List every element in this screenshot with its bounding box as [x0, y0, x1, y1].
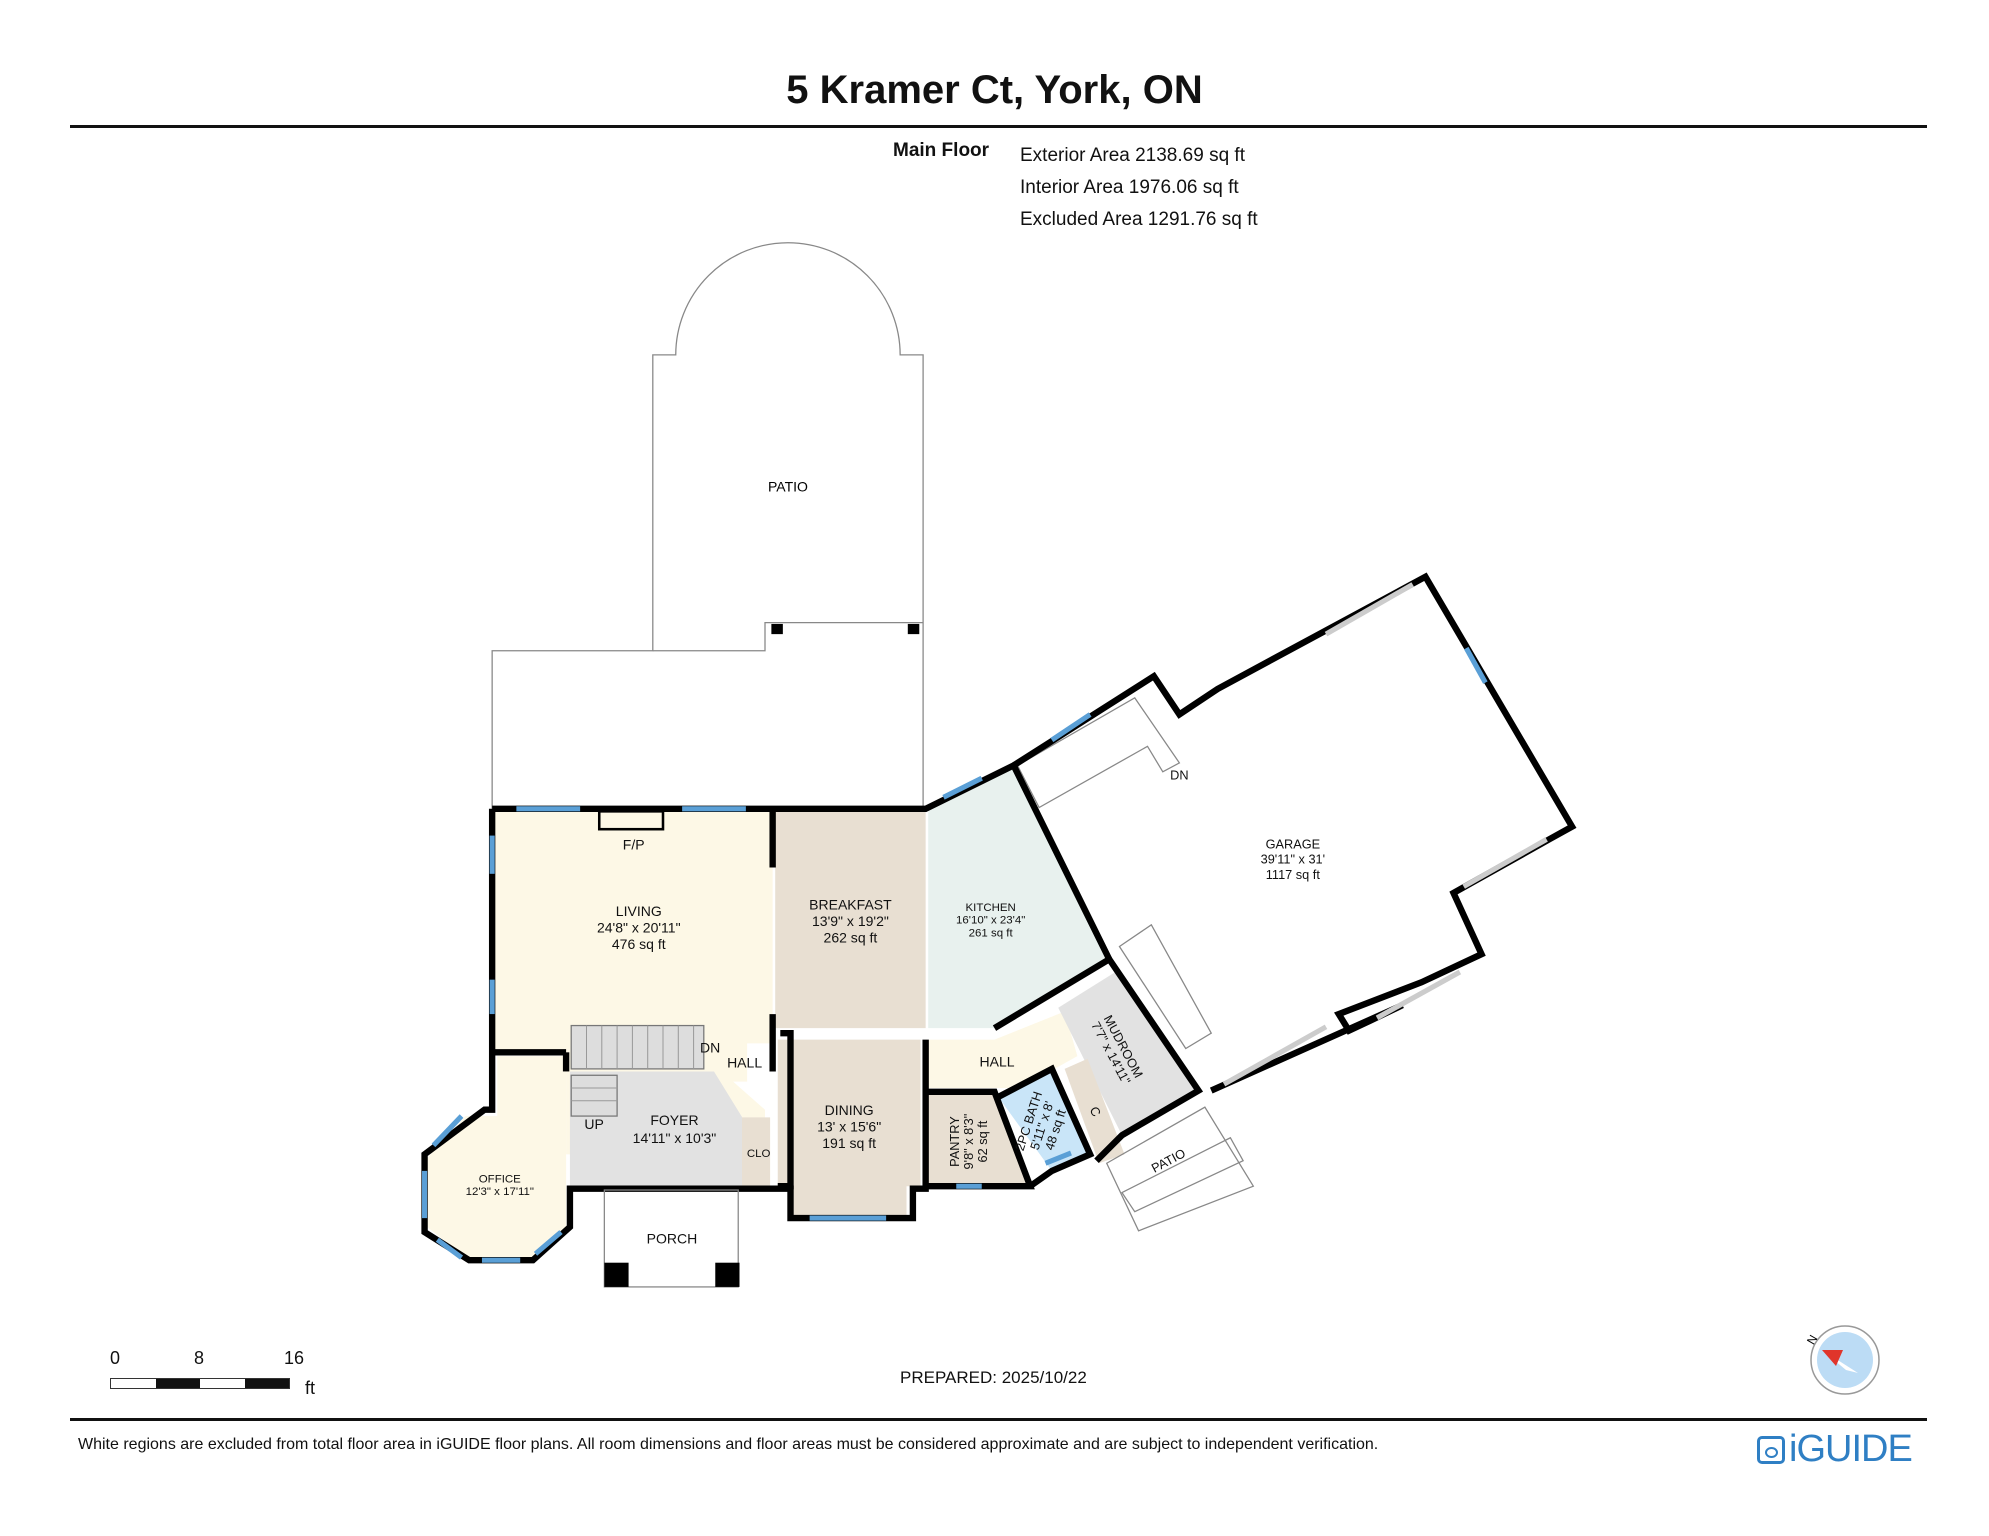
iguide-logo: iGUIDE [1757, 1428, 1913, 1471]
fireplace [597, 810, 665, 831]
dining-room [777, 1039, 921, 1219]
office [427, 1056, 567, 1261]
garage-doors [1222, 582, 1548, 1087]
logo-text: iGUIDE [1789, 1428, 1913, 1470]
foyer-label: FOYER [650, 1112, 698, 1128]
post [771, 623, 783, 635]
breakfast-area: 262 sq ft [824, 930, 878, 946]
scale-tick-0: 0 [110, 1348, 121, 1368]
compass-icon: N [1804, 1325, 1880, 1395]
excluded-area: Excluded Area 1291.76 sq ft [1020, 209, 1258, 230]
garage-dims: 39'11" x 31' [1261, 852, 1325, 867]
garage-label: GARAGE [1266, 836, 1321, 851]
interior-area: Interior Area 1976.06 sq ft [1020, 177, 1239, 198]
living-area: 476 sq ft [612, 936, 666, 952]
porch-label: PORCH [647, 1231, 698, 1247]
breakfast-room [775, 811, 926, 1029]
scale-tick-8: 8 [194, 1348, 205, 1368]
breakfast-dims: 13'9" x 19'2" [812, 913, 889, 929]
living-dims: 24'8" x 20'11" [597, 919, 681, 935]
office-dims: 12'3" x 17'11" [466, 1186, 534, 1198]
fireplace-label: F/P [623, 837, 645, 853]
garage-stair-label: DN [1170, 767, 1188, 782]
scale-unit: ft [305, 1378, 316, 1398]
stair-up-label: UP [584, 1116, 603, 1132]
stair-dn-label: DN [700, 1039, 720, 1055]
dining-dims: 13' x 15'6" [817, 1118, 881, 1134]
office-label: OFFICE [479, 1173, 521, 1185]
hall-east [925, 1011, 1078, 1089]
iguide-camera-icon [1757, 1435, 1785, 1464]
page-title: 5 Kramer Ct, York, ON [786, 68, 1203, 112]
pantry [925, 1091, 1031, 1187]
footer-divider [70, 1418, 1927, 1421]
pantry-dims: 9'8" x 8'3" [961, 1114, 976, 1170]
porch [603, 1189, 740, 1288]
back-patio [491, 242, 924, 809]
closet-foyer [742, 1117, 771, 1187]
mudroom [1058, 969, 1199, 1136]
area-summary: Exterior Area 2138.69 sq ft Interior Are… [1020, 140, 1258, 236]
hall-east-label: HALL [980, 1053, 1015, 1069]
exterior-area: Exterior Area 2138.69 sq ft [1020, 145, 1245, 166]
kitchen-area: 261 sq ft [969, 927, 1014, 939]
side-patio-label: PATIO [1149, 1145, 1188, 1175]
scale-bar: 0 8 16 ft [110, 1348, 340, 1408]
scale-tick-16: 16 [284, 1348, 305, 1368]
dining-label: DINING [825, 1102, 874, 1118]
prepared-date: PREPARED: 2025/10/22 [900, 1368, 1087, 1387]
dining-area: 191 sq ft [822, 1135, 876, 1151]
closet-mud [1064, 1058, 1125, 1164]
garage-area: 1117 sq ft [1266, 867, 1321, 882]
windows [422, 646, 1488, 1263]
pantry-area: 62 sq ft [975, 1120, 990, 1162]
foyer [569, 1071, 765, 1187]
kitchen-dims: 16'10" x 23'4" [956, 915, 1025, 927]
bath [998, 1068, 1091, 1171]
side-patio [1105, 1106, 1255, 1232]
hall-west-label: HALL [727, 1055, 762, 1071]
living-label: LIVING [616, 903, 662, 919]
header-divider [70, 125, 1927, 128]
patio-label: PATIO [768, 478, 808, 494]
scale-bar-graphic [110, 1378, 290, 1389]
kitchen-label: KITCHEN [966, 902, 1016, 914]
disclaimer-text: White regions are excluded from total fl… [78, 1436, 1379, 1453]
foyer-dims: 14'11" x 10'3" [633, 1130, 717, 1146]
stairs-down [570, 1024, 705, 1117]
breakfast-label: BREAKFAST [809, 897, 892, 913]
floor-name: Main Floor [893, 140, 990, 161]
kitchen-room [928, 766, 1110, 1029]
closet-foyer-label: CLO [747, 1148, 771, 1160]
garage-stairs [1016, 697, 1213, 1050]
pantry-label: PANTRY [947, 1116, 962, 1167]
post [907, 623, 920, 635]
